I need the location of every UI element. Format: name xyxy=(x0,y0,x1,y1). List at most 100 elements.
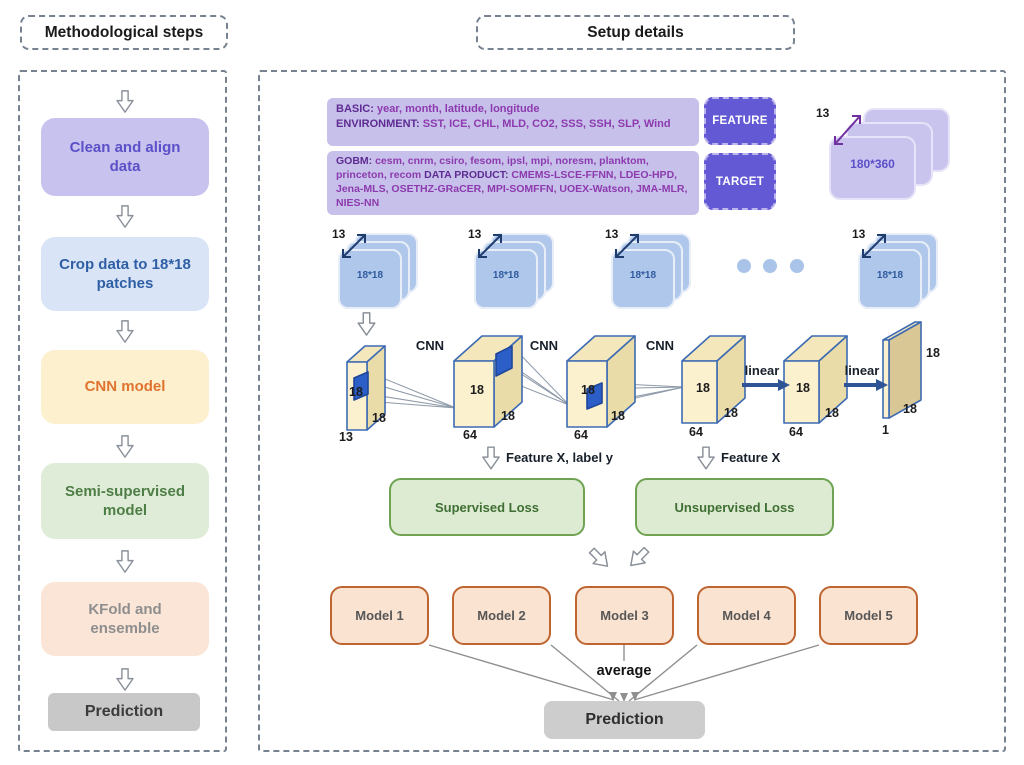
layer5-channels-label: 64 xyxy=(789,425,803,439)
setup-panel: BASIC: year, month, latitude, longitude … xyxy=(258,70,1006,752)
down-arrow-icon xyxy=(116,205,134,228)
step-semi-supervised: Semi-supervised model xyxy=(41,463,209,539)
step-label: KFold and ensemble xyxy=(88,600,162,638)
patch-depth-label: 13 xyxy=(468,227,482,241)
final-prediction-label: Prediction xyxy=(585,711,664,728)
conv-layer-6 xyxy=(882,321,922,419)
down-arrow-icon xyxy=(116,320,134,343)
patch-depth-arrow-icon xyxy=(478,234,502,258)
step-clean-align-data: Clean and align data xyxy=(41,118,209,196)
patch-stack-4 xyxy=(858,233,938,309)
step-label: Clean and align data xyxy=(69,138,181,176)
feature-environment-label: ENVIRONMENT: xyxy=(336,117,423,130)
layer2-height-label: 18 xyxy=(470,383,484,397)
target-data-product-label: DATA PRODUCT: xyxy=(424,168,512,181)
patch-depth-arrow-icon xyxy=(615,234,639,258)
patch-depth-label: 13 xyxy=(605,227,619,241)
patch-size-label: 18*18 xyxy=(492,270,520,281)
down-arrow-icon xyxy=(116,435,134,458)
layer5-height-label: 18 xyxy=(796,381,810,395)
step-prediction: Prediction xyxy=(48,693,200,731)
layer3-height-label: 18 xyxy=(581,383,595,397)
linear-arrow-2 xyxy=(844,379,888,391)
patch-stack-3 xyxy=(611,233,691,309)
feature-badge-label: FEATURE xyxy=(712,115,768,127)
down-arrow-icon xyxy=(357,312,376,336)
layer1-width-label: 18 xyxy=(372,411,386,425)
step-label: Semi-supervised model xyxy=(64,482,186,520)
kernel-patch xyxy=(586,382,603,410)
down-arrow-icon xyxy=(482,446,500,470)
average-label: average xyxy=(596,663,652,679)
conv-layer-2 xyxy=(453,335,523,428)
patch-size-label: 18*18 xyxy=(356,270,384,281)
patch-size-label: 18*18 xyxy=(876,270,904,281)
supervised-loss-label: Supervised Loss xyxy=(434,499,540,515)
model-label: Model 4 xyxy=(722,608,771,623)
layer6-channels-label: 1 xyxy=(882,423,889,437)
down-arrow-icon xyxy=(697,446,715,470)
patch-size-label: 18*18 xyxy=(629,270,657,281)
setup-diagram-svg xyxy=(338,108,950,702)
conv-layer-1 xyxy=(346,345,386,431)
model-5-box: Model 5 xyxy=(819,586,918,645)
setup-title: Setup details xyxy=(476,15,795,50)
layer1-height-label: 18 xyxy=(349,385,363,399)
setup-title-label: Setup details xyxy=(587,23,684,41)
model-label: Model 5 xyxy=(844,608,893,623)
feature-badge: FEATURE xyxy=(704,97,776,145)
step-kfold-ensemble: KFold and ensemble xyxy=(41,582,209,656)
feature-basic-line: BASIC: year, month, latitude, longitude xyxy=(336,102,690,117)
layer2-width-label: 18 xyxy=(501,409,515,423)
layer3-channels-label: 64 xyxy=(574,428,588,442)
ellipsis-dots xyxy=(737,259,804,273)
supervised-input-label: Feature X, label y xyxy=(506,450,613,465)
step-label: Crop data to 18*18 patches xyxy=(59,255,191,293)
target-data-product-values: CMEMS-LSCE-FFNN, LDEO-HPD, Jena-MLS, OSE… xyxy=(336,168,688,209)
op-label-cnn-1: CNN xyxy=(415,338,445,353)
target-badge-label: TARGET xyxy=(715,175,765,188)
op-label-cnn-3: CNN xyxy=(645,338,675,353)
op-label-linear-2: linear xyxy=(844,363,880,378)
model-label: Model 1 xyxy=(355,608,404,623)
layer4-width-label: 18 xyxy=(724,406,738,420)
global-grid-stack xyxy=(829,108,950,200)
methodology-panel: Clean and align data Crop data to 18*18 … xyxy=(18,70,227,752)
model-2-box: Model 2 xyxy=(452,586,551,645)
model-connectors xyxy=(428,644,820,702)
down-arrow-icon xyxy=(116,90,134,113)
step-label: Prediction xyxy=(84,702,164,720)
unsupervised-loss-box: Unsupervised Loss xyxy=(635,478,834,536)
down-arrow-icon xyxy=(116,668,134,691)
down-left-arrow-icon xyxy=(624,543,654,573)
down-arrow-icon xyxy=(116,550,134,573)
model-1-box: Model 1 xyxy=(330,586,429,645)
methodology-title-label: Methodological steps xyxy=(44,23,204,41)
global-size-label: 180*360 xyxy=(850,157,895,171)
connector-arrowheads xyxy=(609,692,639,702)
patch-stack-1 xyxy=(338,233,418,309)
feature-basic-values: year, month, latitude, longitude xyxy=(376,103,540,115)
conv-layer-4 xyxy=(681,335,746,424)
layer1-channels-label: 13 xyxy=(339,430,353,444)
model-4-box: Model 4 xyxy=(697,586,796,645)
linear-arrow-1 xyxy=(742,379,790,391)
layer4-height-label: 18 xyxy=(696,381,710,395)
conv-layer-5 xyxy=(783,335,848,424)
layer4-channels-label: 64 xyxy=(689,425,703,439)
patch-depth-label: 13 xyxy=(852,227,866,241)
patch-depth-arrow-icon xyxy=(342,234,366,258)
step-label: CNN model xyxy=(84,378,166,396)
layer6-width-label: 18 xyxy=(903,402,917,416)
target-gobm-label: GOBM: xyxy=(336,155,376,167)
final-prediction-box: Prediction xyxy=(544,701,705,739)
patch-stack-2 xyxy=(474,233,554,309)
methodology-title: Methodological steps xyxy=(20,15,228,50)
step-crop-patches: Crop data to 18*18 patches xyxy=(41,237,209,311)
model-label: Model 2 xyxy=(477,608,526,623)
unsupervised-loss-label: Unsupervised Loss xyxy=(674,499,795,515)
model-label: Model 3 xyxy=(600,608,649,623)
feature-info-box: BASIC: year, month, latitude, longitude … xyxy=(327,98,699,146)
layer5-width-label: 18 xyxy=(825,406,839,420)
